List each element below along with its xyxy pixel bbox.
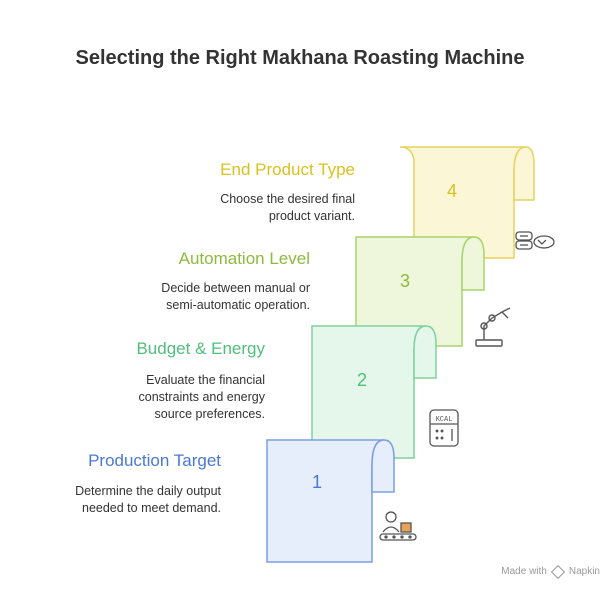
- conveyor-worker-icon: [379, 511, 417, 541]
- napkin-brand: Napkin: [568, 566, 600, 577]
- step-2-description: Evaluate the financial constraints and e…: [138, 373, 265, 421]
- snack-food-icon: [515, 231, 555, 250]
- footer-attribution[interactable]: Made with Napkin: [501, 564, 600, 579]
- step-2-number: 2: [357, 370, 367, 390]
- step-2-scroll: 2: [311, 325, 437, 459]
- step-4-scroll: 4: [399, 146, 535, 259]
- step-1-title: Production Target: [88, 451, 221, 470]
- step-3-scroll: 3: [355, 236, 485, 347]
- robot-arm-icon: [475, 307, 511, 347]
- napkin-logo-icon: [550, 564, 565, 579]
- step-4-description: Choose the desired final product variant…: [220, 192, 355, 223]
- step-3-title: Automation Level: [178, 249, 310, 268]
- step-1-number: 1: [312, 472, 322, 492]
- step-4-title: End Product Type: [220, 160, 355, 179]
- step-3-description: Decide between manual or semi-automatic …: [161, 281, 310, 312]
- svg-text:KCAL: KCAL: [436, 416, 453, 424]
- kcal-calculator-icon: KCAL: [429, 409, 459, 447]
- step-2-title: Budget & Energy: [136, 339, 265, 358]
- made-with-label: Made with: [501, 566, 547, 577]
- step-1-description: Determine the daily output needed to mee…: [75, 484, 221, 515]
- step-4-number: 4: [447, 181, 457, 201]
- diagram-title: Selecting the Right Makhana Roasting Mac…: [75, 47, 525, 69]
- step-3-number: 3: [400, 271, 410, 291]
- step-1-scroll: 1: [266, 439, 395, 563]
